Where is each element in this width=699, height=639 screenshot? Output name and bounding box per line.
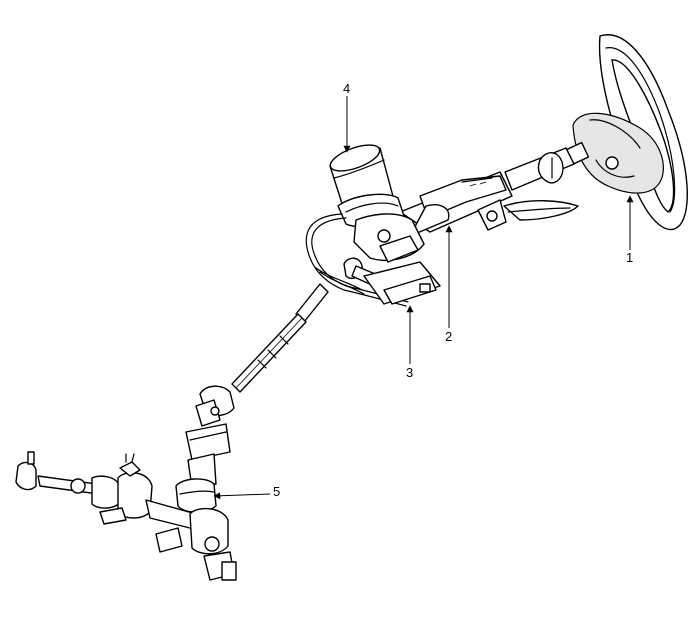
- universal-joint: [195, 385, 235, 427]
- steering-gear-rack: [15, 451, 237, 581]
- callout-2-label: 2: [445, 329, 453, 344]
- control-module: [363, 261, 441, 305]
- callout-3-label: 3: [406, 365, 414, 380]
- steering-wheel: [562, 34, 688, 231]
- callout-4-label: 4: [343, 81, 351, 96]
- intermediate-shaft: [231, 283, 329, 393]
- column-shaft-upper: [504, 147, 575, 191]
- leader-lines: [213, 96, 634, 500]
- lower-shaft: [175, 423, 231, 513]
- callout-1-label: 1: [626, 250, 634, 265]
- callout-5-label: 5: [273, 484, 281, 499]
- steering-column-housing: [399, 171, 579, 237]
